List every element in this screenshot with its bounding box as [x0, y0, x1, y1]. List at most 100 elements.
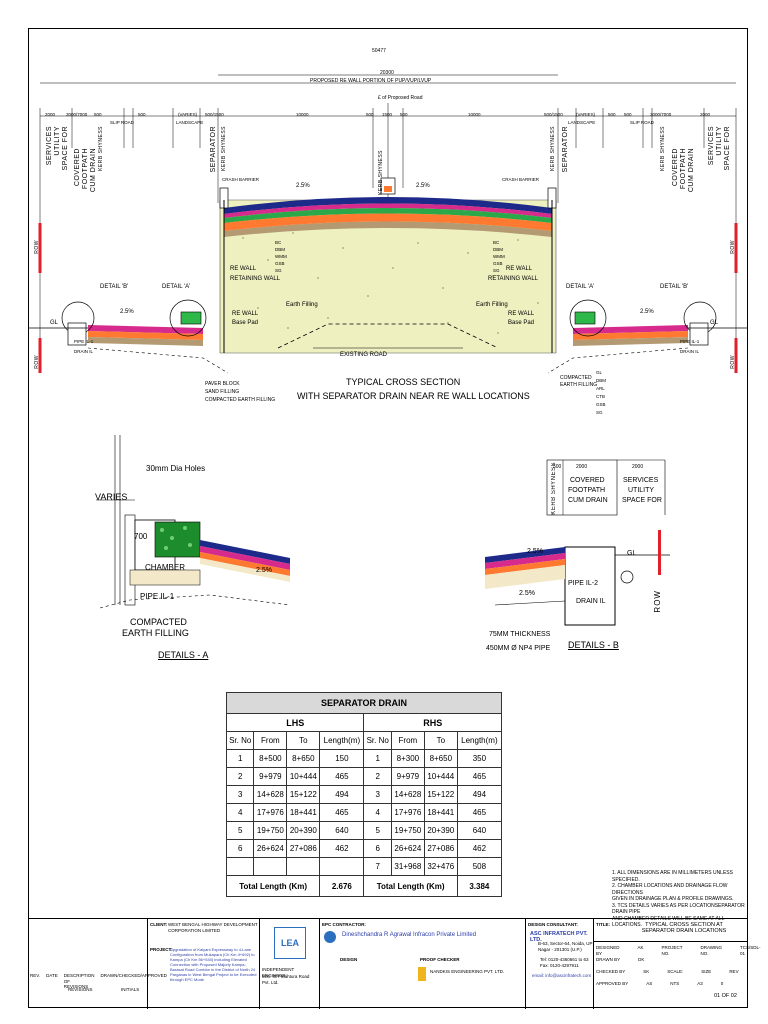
centerline-label: £ of Proposed Road [378, 95, 423, 101]
right-drain-label: CUM DRAIN [688, 148, 695, 193]
client-project-cell: CLIENT: WEST BENGAL HIGHWAY DEVELOPMENT … [148, 919, 260, 1009]
base-pad-right: Base Pad [508, 320, 535, 326]
details-a-chamber: CHAMBER [145, 563, 186, 572]
re-wall-width-dim: 20300 [380, 70, 394, 76]
proof-logo [418, 967, 426, 981]
earth-filling-right: Earth Filling [476, 302, 508, 308]
initials-label: INITIALS [121, 987, 140, 992]
client-name: WEST BENGAL HIGHWAY DEVELOPMENT CORPORAT… [168, 922, 258, 933]
retaining-wall-right: RETAINING WALL [488, 276, 539, 282]
details-b-row-marker [658, 530, 661, 575]
existing-road-label: EXISTING ROAD [340, 352, 388, 358]
details-a-compacted-2: EARTH FILLING [122, 628, 189, 638]
drawing-title: TYPICAL CROSS SECTION AT SEPARATOR DRAIN… [641, 922, 727, 934]
section-title-2: WITH SEPARATOR DRAIN NEAR RE WALL LOCATI… [297, 391, 530, 401]
revision-cell: REV. DATE DESCRIPTION OF REVISIONS DRAWN… [28, 919, 167, 1009]
details-b-dim-0: 500 [553, 464, 562, 470]
consultant-cell: DESIGN CONSULTANT: ASC INFRATECH PVT. LT… [526, 919, 594, 1009]
ie-logo: LEA [274, 927, 306, 959]
right-kerb2-label: KERB SHYNESS [550, 126, 556, 171]
pipe-left: PIPE IL-1 [74, 339, 94, 344]
left-services-label: SERVICES [46, 126, 53, 166]
left-kerb-label: KERB SHYNESS [98, 126, 104, 171]
drain-right: DRAIN IL [680, 349, 700, 354]
slip-road-left: SLIP ROAD [110, 120, 134, 125]
re-wall-right: RE WALL [506, 266, 533, 272]
retaining-wall-left: RETAINING WALL [230, 276, 281, 282]
revision-headers: REV. DATE DESCRIPTION OF REVISIONS DRAWN… [30, 973, 167, 989]
re-wall-left: RE WALL [230, 266, 257, 272]
separator-drain-table: SEPARATOR DRAIN LHS RHS Sr. No From To L… [225, 692, 503, 897]
detail-a-label-right: DETAIL 'A' [566, 284, 595, 290]
details-a-holes: 30mm Dia Holes [146, 464, 206, 473]
row-left-2: ROW [34, 355, 40, 369]
details-b-drawing [485, 459, 670, 626]
detail-b-label-right: DETAIL 'B' [660, 284, 689, 290]
right-utility-label: UTILITY [716, 126, 723, 156]
details-a-camber: 2.5% [256, 567, 272, 574]
slip-road-right: SLIP ROAD [630, 120, 654, 125]
landscape-right: LANDSCAPE [568, 120, 596, 125]
table-rhs-header: RHS [363, 713, 502, 732]
details-b-drain: DRAIN IL [576, 598, 606, 605]
gl-left: GL [50, 320, 59, 326]
left-utility-label: UTILITY [54, 126, 61, 156]
camber-left: 2.5% [296, 183, 310, 189]
detail-b-label-left: DETAIL 'B' [100, 284, 129, 290]
camber-right: 2.5% [416, 183, 430, 189]
center-kerb-label: KERB SHYNESS [378, 150, 384, 195]
proof-name: NANDKIS ENGINEERING PVT. LTD. [430, 969, 505, 974]
tb-row-1: DESIGNED BY AK PROJECT NO. DRAWING NO. T… [596, 945, 761, 956]
details-b-title: DETAILS - B [568, 640, 619, 650]
details-a-dim: 700 [134, 532, 148, 541]
title-cell: TITLE: TYPICAL CROSS SECTION AT SEPARATO… [594, 922, 761, 999]
table-column-headers: Sr. No From To Length(m) Sr. No From To … [225, 731, 503, 750]
left-kerb2-label: KERB SHYNESS [221, 126, 227, 171]
table-lhs-header: LHS [225, 713, 365, 732]
main-cross-section [28, 74, 748, 374]
re-wall-right-2: RE WALL [508, 311, 535, 317]
rhs-total: 3.384 [456, 875, 503, 897]
row-right-2: ROW [730, 355, 736, 369]
tb-row-4: APPROVED BY AS NTS A3 0 [596, 981, 724, 986]
table-total-row: Total Length (Km) 2.676 Total Length (Km… [225, 875, 503, 897]
re-wall-label: PROPOSED RE WALL PORTION OF PUP/VUP/LVUP [310, 78, 432, 84]
lhs-total: 2.676 [319, 875, 365, 897]
revisions-label: REVISIONS [68, 987, 93, 992]
details-a-varies: VARIES [95, 492, 128, 502]
details-b-dim-1: 2000 [576, 464, 588, 470]
details-b-row: ROW [653, 590, 662, 613]
details-b-dim-2: 2000 [632, 464, 644, 470]
details-a-title: DETAILS - A [158, 650, 209, 660]
left-separator-label: SEPARATOR [210, 126, 217, 173]
detail-a-label-left: DETAIL 'A' [162, 284, 191, 290]
epc-cell: EPC CONTRACTOR: Dineshchandra R Agrawal … [320, 919, 526, 1009]
drawing-sheet [28, 28, 748, 1008]
crash-barrier-right: CRASH BARRIER [502, 177, 540, 182]
details-b-np4: 450MM Ø NP4 PIPE [486, 645, 551, 652]
epc-name: Dineshchandra R Agrawal Infracon Private… [342, 932, 477, 938]
sheet-number: 01 OF 02 [714, 993, 737, 999]
right-footpath-label: FOOTPATH [680, 148, 687, 190]
landscape-left: LANDSCAPE [176, 120, 204, 125]
table-title: SEPARATOR DRAIN [226, 692, 502, 714]
drain-left: DRAIN IL [74, 349, 94, 354]
details-b-camber-1: 2.5% [527, 548, 543, 555]
tb-row-3: CHECKED BY SK SCALE: SIZE REV [596, 969, 739, 974]
left-covered-label: COVERED [74, 148, 81, 187]
right-space-label: SPACE FOR [724, 126, 731, 171]
consultant-name: ASC INFRATECH PVT. LTD. [530, 931, 588, 943]
row-right-1: ROW [730, 240, 736, 254]
title-block: REV. DATE DESCRIPTION OF REVISIONS DRAWN… [28, 918, 761, 1009]
right-kerb-label: KERB SHYNESS [660, 126, 666, 171]
camber-slip-right: 2.5% [640, 309, 654, 315]
earth-filling-left: Earth Filling [286, 302, 318, 308]
base-pad-left: Base Pad [232, 320, 259, 326]
row-left-1: ROW [34, 240, 40, 254]
project-description: Upgradation of Kalyani Expressway to 4-L… [170, 947, 257, 982]
details-b-gl: GL [627, 550, 637, 557]
